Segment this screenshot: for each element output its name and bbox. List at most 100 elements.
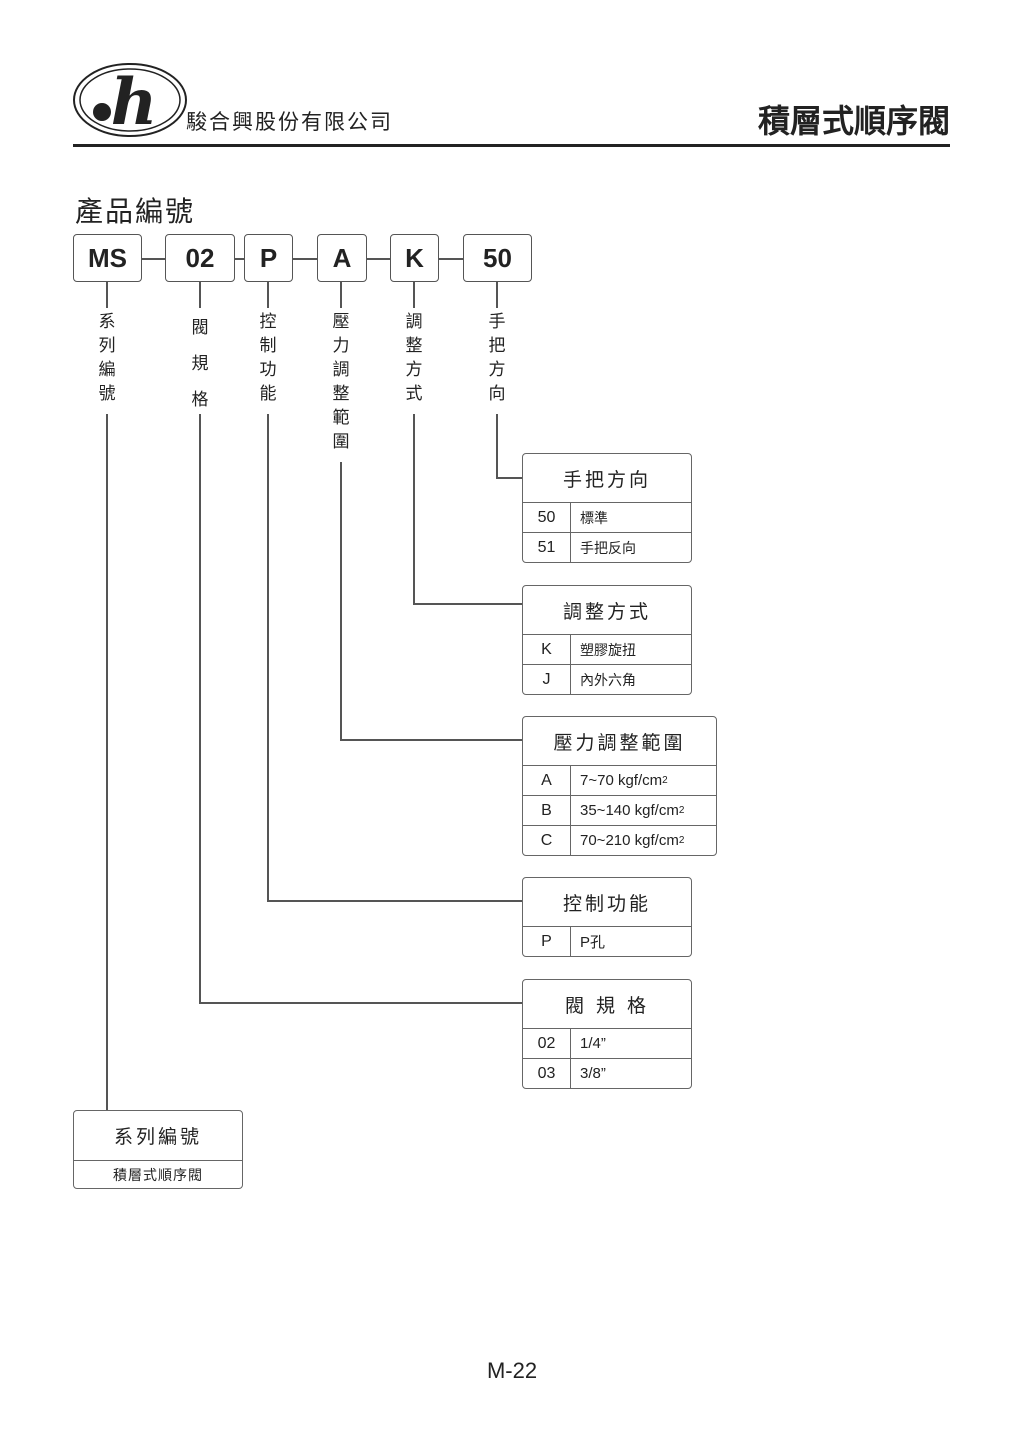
leader-line xyxy=(106,414,108,1110)
label-char: 能 xyxy=(259,384,277,404)
connector xyxy=(235,258,244,260)
label-pressure: 壓力調整範圍 xyxy=(326,310,356,454)
code-cell: J xyxy=(523,665,571,694)
label-char: 整 xyxy=(405,336,423,356)
code-box-size: 02 xyxy=(165,234,235,282)
desc-cell: 手把反向 xyxy=(580,540,636,557)
page-title: 積層式順序閥 xyxy=(757,103,950,139)
label-char: 功 xyxy=(259,360,277,380)
code-box-handle: 50 xyxy=(463,234,532,282)
table-title: 控制功能 xyxy=(523,878,691,927)
leader-line xyxy=(413,414,415,604)
code-cell: 02 xyxy=(523,1029,571,1058)
desc-cell: 3/8” xyxy=(580,1065,606,1082)
label-char: 方 xyxy=(488,360,506,380)
label-char: 手 xyxy=(488,312,506,332)
label-char: 把 xyxy=(488,336,506,356)
table-title: 壓力調整範圍 xyxy=(523,717,716,766)
label-char: 制 xyxy=(259,336,277,356)
leader-line xyxy=(496,414,498,478)
label-char: 壓 xyxy=(332,312,350,332)
label-char: 調 xyxy=(405,312,423,332)
superscript: 2 xyxy=(678,835,685,846)
leader-line xyxy=(199,1002,522,1004)
table-row: 50 標準 xyxy=(523,503,691,533)
label-char: 格 xyxy=(191,390,209,410)
label-char: 規 xyxy=(191,354,209,374)
code-box-adjust: K xyxy=(390,234,439,282)
superscript: 2 xyxy=(678,805,685,816)
desc-cell: 塑膠旋扭 xyxy=(580,642,636,659)
desc-cell: P孔 xyxy=(580,934,606,951)
code-box-pressure: A xyxy=(317,234,367,282)
leader-line xyxy=(413,603,522,605)
stem xyxy=(199,282,201,308)
code-cell: B xyxy=(523,796,571,825)
leader-line xyxy=(267,414,269,901)
label-char: 調 xyxy=(332,360,350,380)
connector xyxy=(293,258,317,260)
code-cell: 50 xyxy=(523,503,571,532)
desc-cell: 內外六角 xyxy=(580,672,636,689)
stem xyxy=(496,282,498,308)
series-value: 積層式順序閥 xyxy=(113,1167,203,1184)
label-char: 編 xyxy=(98,360,116,380)
label-char: 號 xyxy=(98,384,116,404)
label-handle: 手把方向 xyxy=(482,310,512,406)
company-name: 駿合興股份有限公司 xyxy=(186,110,393,134)
code-box-series: MS xyxy=(73,234,142,282)
leader-line xyxy=(496,477,522,479)
connector xyxy=(367,258,390,260)
leader-line xyxy=(199,414,201,1003)
leader-line xyxy=(340,739,522,741)
label-control: 控制功能 xyxy=(253,310,283,406)
label-char: 閥 xyxy=(191,318,209,338)
range-text: 35~140 kgf/cm xyxy=(580,802,679,819)
table-title: 閥 規 格 xyxy=(523,980,691,1029)
leader-line xyxy=(340,462,342,740)
table-title: 系列編號 xyxy=(74,1111,242,1161)
stem xyxy=(340,282,342,308)
header-rule xyxy=(73,144,950,147)
label-char: 式 xyxy=(405,384,423,404)
code-box-control: P xyxy=(244,234,293,282)
code-cell: K xyxy=(523,635,571,664)
label-char: 向 xyxy=(488,384,506,404)
stem xyxy=(267,282,269,308)
range-text: 70~210 kgf/cm xyxy=(580,832,679,849)
table-row: K 塑膠旋扭 xyxy=(523,635,691,665)
code-cell: 03 xyxy=(523,1059,571,1088)
label-char: 列 xyxy=(98,336,116,356)
table-row: 03 3/8” xyxy=(523,1059,691,1088)
section-title: 產品編號 xyxy=(75,195,196,228)
label-char: 系 xyxy=(98,312,116,332)
code-cell: A xyxy=(523,766,571,795)
label-char: 圍 xyxy=(332,432,350,452)
table-title: 調整方式 xyxy=(523,586,691,635)
label-char: 控 xyxy=(259,312,277,332)
connector xyxy=(439,258,463,260)
series-table: 系列編號 積層式順序閥 xyxy=(73,1110,243,1189)
connector xyxy=(142,258,165,260)
page-number: M-22 xyxy=(486,1358,538,1383)
stem xyxy=(413,282,415,308)
label-char: 力 xyxy=(332,336,350,356)
desc-cell: 標準 xyxy=(580,510,608,527)
label-char: 方 xyxy=(405,360,423,380)
stem xyxy=(106,282,108,308)
table-title: 手把方向 xyxy=(523,454,691,503)
